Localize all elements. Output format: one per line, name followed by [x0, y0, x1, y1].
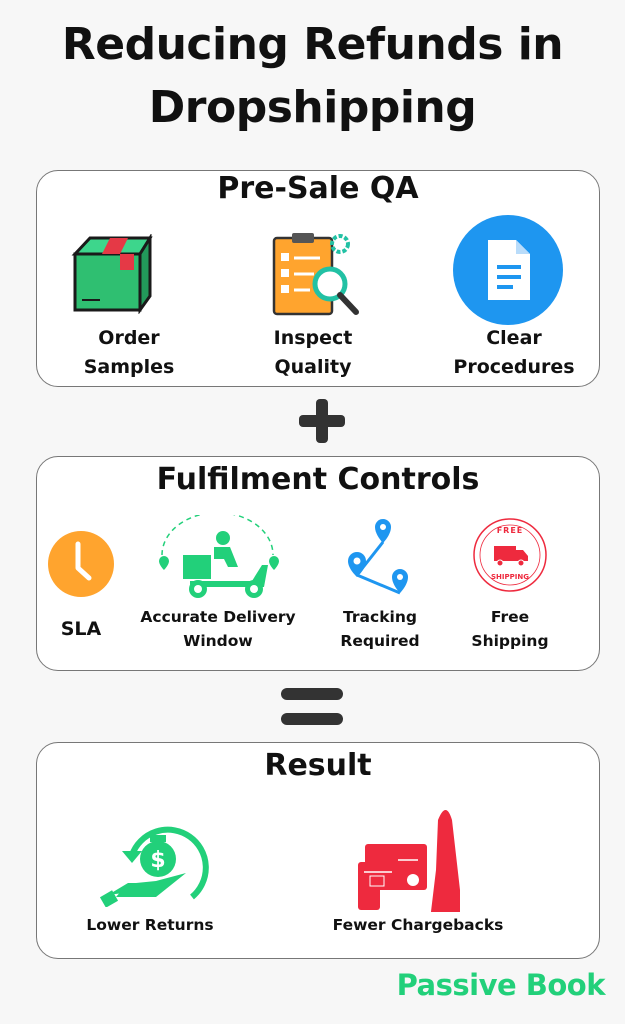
- svg-text:$: $: [150, 848, 165, 873]
- location-pins-icon: [348, 519, 408, 595]
- clock-icon: [48, 531, 114, 597]
- badge-bottom-text: SHIPPING: [491, 573, 529, 581]
- label-line: Lower Returns: [86, 916, 214, 934]
- label-line: Quality: [274, 356, 352, 378]
- label-line: Clear: [486, 327, 542, 349]
- label-line: Accurate Delivery: [140, 608, 296, 626]
- label-line: Samples: [83, 356, 175, 378]
- document-icon: [453, 215, 563, 325]
- item-fewer-chargebacks: Fewer Chargebacks: [333, 913, 504, 937]
- checklist-magnifier-icon: [272, 233, 359, 316]
- plus-icon: [299, 399, 345, 443]
- label-line: Procedures: [453, 356, 575, 378]
- label-line: Window: [183, 632, 253, 650]
- label-line: SLA: [60, 618, 102, 640]
- delivery-scooter-icon: [159, 515, 279, 598]
- section-title: Result: [264, 748, 372, 783]
- item-sla: SLA: [61, 615, 102, 644]
- item-lower-returns: Lower Returns: [86, 913, 213, 937]
- label-line: Order: [98, 327, 160, 349]
- section-result: Result: [36, 742, 600, 959]
- label-line: Required: [340, 632, 420, 650]
- label-line: Fewer Chargebacks: [332, 916, 504, 934]
- card-stop-hand-icon: [358, 810, 460, 912]
- label-line: Shipping: [471, 632, 549, 650]
- label-line: Free: [490, 608, 530, 626]
- main-title-line2: Dropshipping: [148, 82, 477, 133]
- section-title: Pre-Sale QA: [217, 171, 419, 206]
- main-title-line1: Reducing Refunds in: [61, 19, 564, 70]
- label-line: Tracking: [343, 608, 417, 626]
- badge-top-text: FREE: [496, 526, 524, 535]
- label-line: Inspect: [273, 327, 353, 349]
- section-title: Fulfilment Controls: [156, 462, 480, 497]
- brand-logo: Passive Book: [396, 968, 606, 1002]
- box-icon: [71, 234, 153, 314]
- money-return-icon: $: [100, 826, 209, 907]
- equals-icon: [281, 688, 343, 725]
- free-shipping-badge-icon: FREE SHIPPING: [472, 517, 548, 593]
